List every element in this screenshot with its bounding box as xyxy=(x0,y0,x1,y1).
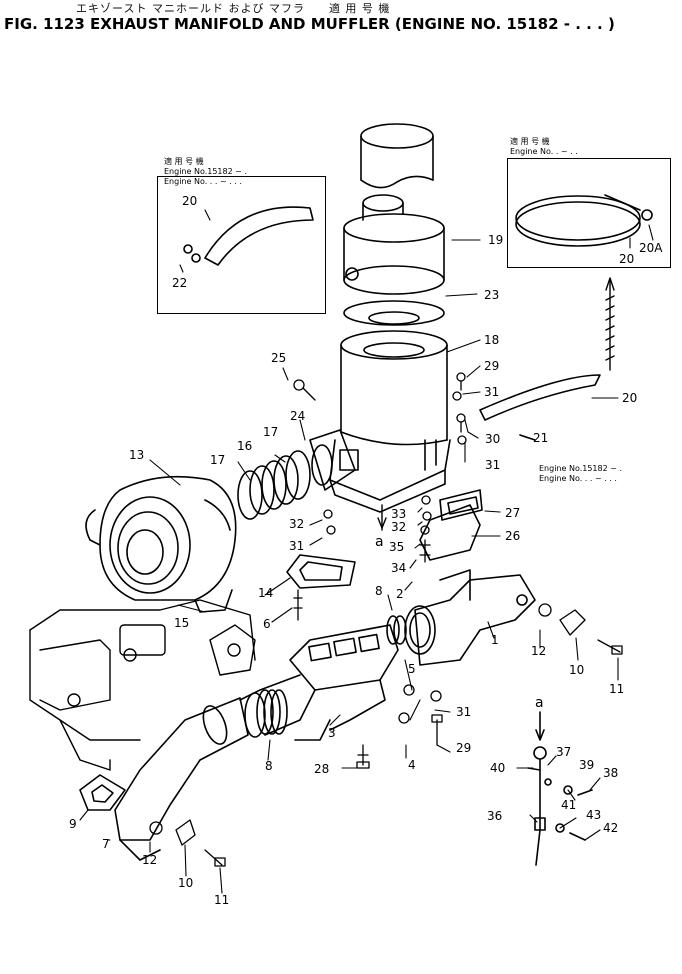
callout-ref-a-mid: a xyxy=(375,534,384,550)
callout-29-upper: 29 xyxy=(484,359,500,373)
callout-4: 4 xyxy=(408,758,416,772)
callout-38: 38 xyxy=(603,766,619,780)
callout-20-top-left: 20 xyxy=(182,194,198,208)
callout-42: 42 xyxy=(603,821,619,835)
callout-21: 21 xyxy=(533,431,549,445)
callout-14: 14 xyxy=(258,586,274,600)
callout-10-left: 10 xyxy=(178,876,194,890)
callout-29-lower: 29 xyxy=(456,741,472,755)
callout-13: 13 xyxy=(129,448,145,462)
top-right-variant-box xyxy=(507,158,671,268)
turbocharger xyxy=(85,475,237,613)
callout-26: 26 xyxy=(505,529,521,543)
callout-3: 3 xyxy=(328,726,336,740)
callout-20-top-right: 20 xyxy=(619,252,635,266)
exhaust-elbow xyxy=(114,697,249,861)
callout-ref-a-low: a xyxy=(535,695,544,711)
callout-5: 5 xyxy=(408,662,416,676)
callout-8-upper: 8 xyxy=(375,584,383,598)
seal-ring-8-upper xyxy=(386,615,407,645)
drain-tube-assembly xyxy=(527,711,593,866)
callout-19: 19 xyxy=(488,233,504,247)
callout-35: 35 xyxy=(389,540,405,554)
callout-6: 6 xyxy=(263,617,271,631)
callout-12-left: 12 xyxy=(142,853,158,867)
callout-34: 34 xyxy=(391,561,407,575)
outlet-pipe xyxy=(360,123,434,221)
callout-36: 36 xyxy=(487,809,503,823)
top-left-variant-box xyxy=(157,176,326,314)
variant-arrow xyxy=(605,277,615,371)
mid-right-note: Engine No.15182 ~ . Engine No. . . ~ . .… xyxy=(539,464,623,483)
seal-ring-8-lower xyxy=(256,689,288,735)
callout-41: 41 xyxy=(561,798,577,812)
callout-30: 30 xyxy=(485,432,501,446)
callout-8-lower: 8 xyxy=(265,759,273,773)
exhaust-pipe-1 xyxy=(404,569,536,666)
callout-1: 1 xyxy=(491,633,499,647)
muffler-body xyxy=(329,213,451,513)
callout-10-right: 10 xyxy=(569,663,585,677)
callout-12-right: 12 xyxy=(531,644,547,658)
callout-7: 7 xyxy=(102,837,110,851)
callout-43: 43 xyxy=(586,808,602,822)
variant-clamp-20-top-left xyxy=(183,206,314,266)
variant-clamp-20-top-right xyxy=(515,194,653,247)
callout-28: 28 xyxy=(314,762,330,776)
bracket-26 xyxy=(419,504,481,561)
callout-31-c: 31 xyxy=(289,539,305,553)
leader-lines xyxy=(79,209,654,894)
callout-17-lower: 17 xyxy=(210,453,226,467)
callout-18: 18 xyxy=(484,333,500,347)
callout-27: 27 xyxy=(505,506,521,520)
callout-31-a: 31 xyxy=(484,385,500,399)
callout-2: 2 xyxy=(396,587,404,601)
callout-39: 39 xyxy=(579,758,595,772)
callout-9: 9 xyxy=(69,817,77,831)
fasteners xyxy=(149,372,623,867)
callout-22: 22 xyxy=(172,276,188,290)
reference-arrows xyxy=(377,504,387,531)
gasket-9 xyxy=(79,774,126,811)
top-left-note: 適 用 号 機 Engine No.15182 ~ . Engine No. .… xyxy=(164,157,248,186)
callout-23: 23 xyxy=(484,288,500,302)
callout-32-left: 32 xyxy=(289,517,305,531)
callout-37: 37 xyxy=(556,745,572,759)
gasket-14 xyxy=(286,554,356,589)
callout-33: 33 xyxy=(391,507,407,521)
callout-20A: 20A xyxy=(639,241,663,255)
plate-27 xyxy=(439,489,483,521)
figure-title: FIG. 1123 EXHAUST MANIFOLD AND MUFFLER (… xyxy=(4,15,615,33)
callout-11-right: 11 xyxy=(609,682,625,696)
exhaust-manifold xyxy=(239,624,399,741)
callout-16: 16 xyxy=(237,439,253,453)
seal-rings-16-17 xyxy=(237,450,311,520)
callout-40: 40 xyxy=(490,761,506,775)
callout-11-left: 11 xyxy=(214,893,230,907)
callout-31-d: 31 xyxy=(456,705,472,719)
callout-24: 24 xyxy=(290,409,306,423)
callout-15: 15 xyxy=(174,616,190,630)
callout-31-b: 31 xyxy=(485,458,501,472)
callout-32-right: 32 xyxy=(391,520,407,534)
connector-24 xyxy=(309,429,356,491)
callout-20-mid: 20 xyxy=(622,391,638,405)
top-right-note: 適 用 号 機 Engine No. . ~ . . xyxy=(510,137,578,156)
callout-25: 25 xyxy=(271,351,287,365)
callout-17-upper: 17 xyxy=(263,425,279,439)
japanese-title: エキゾースト マニホールド および マフラ 適 用 号 機 xyxy=(76,2,391,15)
